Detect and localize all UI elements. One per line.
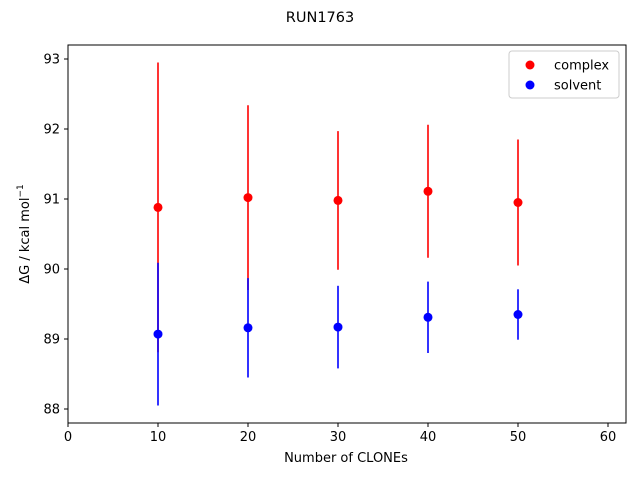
legend-label-complex: complex <box>554 59 609 74</box>
plot-frame <box>67 44 627 424</box>
legend: complex solvent <box>508 50 620 99</box>
y-tick-label: 93 <box>43 53 60 68</box>
legend-label-solvent: solvent <box>554 79 601 94</box>
complex-point <box>333 195 343 205</box>
complex-point <box>153 202 163 212</box>
x-tick-label: 40 <box>420 430 437 445</box>
x-tick-label: 60 <box>600 430 617 445</box>
series-complex <box>153 62 523 353</box>
x-tick-label: 10 <box>150 430 167 445</box>
plot-area <box>67 44 627 424</box>
solvent-point <box>153 329 163 339</box>
solvent-point <box>243 323 253 333</box>
legend-marker-solvent <box>525 80 535 90</box>
complex-point <box>423 186 433 196</box>
x-tick-label: 50 <box>510 430 527 445</box>
y-axis-label: ΔG / kcal mol−1 <box>16 184 33 284</box>
x-tick-label: 0 <box>64 430 72 445</box>
y-axis: 88 89 90 91 92 93 <box>43 53 68 418</box>
y-tick-label: 91 <box>43 193 60 208</box>
legend-box <box>508 50 620 99</box>
solvent-point <box>513 310 523 319</box>
y-tick-label: 90 <box>43 263 60 278</box>
x-axis: 0 10 20 30 40 50 60 <box>64 423 616 445</box>
complex-point <box>513 198 523 207</box>
x-tick-label: 20 <box>240 430 257 445</box>
series-solvent <box>153 262 523 406</box>
chart-title: RUN1763 <box>286 10 354 26</box>
x-tick-label: 30 <box>330 430 347 445</box>
solvent-point <box>423 312 433 322</box>
x-axis-label: Number of CLONEs <box>284 451 408 466</box>
y-axis-label-sup: −1 <box>16 184 26 197</box>
y-tick-label: 88 <box>43 403 60 418</box>
y-tick-label: 92 <box>43 123 60 138</box>
y-tick-label: 89 <box>43 333 60 348</box>
y-axis-label-main: ΔG / kcal mol <box>18 198 33 284</box>
complex-point <box>243 193 253 203</box>
solvent-point <box>333 322 343 332</box>
legend-marker-complex <box>525 60 535 70</box>
